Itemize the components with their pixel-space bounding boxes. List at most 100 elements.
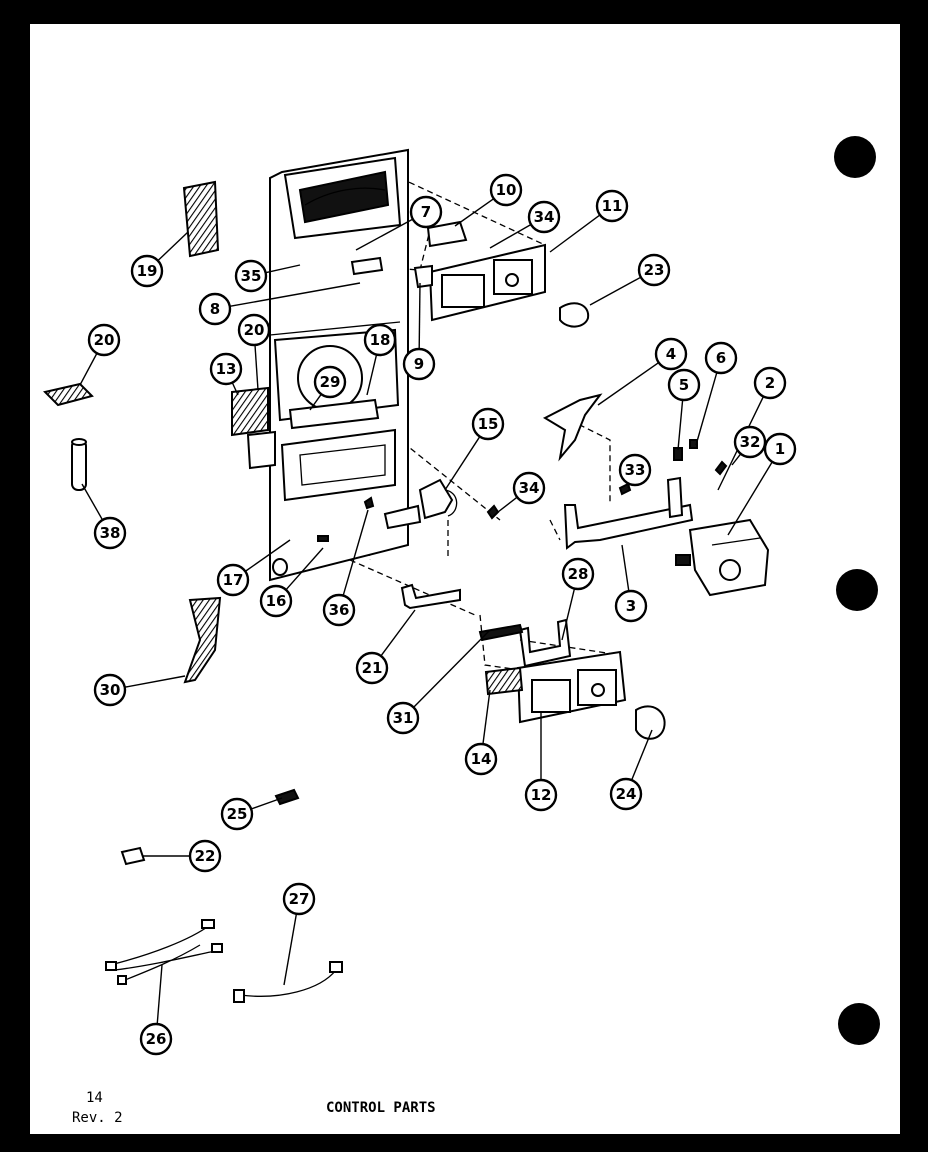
callout-36: 36 — [322, 509, 369, 627]
motor-bracket-3 — [563, 503, 694, 550]
callout-number: 35 — [241, 267, 262, 285]
callout-circle — [637, 253, 671, 287]
leader-line — [79, 352, 98, 386]
callout-number: 10 — [496, 181, 517, 199]
callout-circle — [363, 323, 397, 357]
callout-27: 27 — [282, 882, 316, 986]
leader-line — [309, 393, 322, 411]
leader-line — [597, 362, 660, 406]
callout-number: 32 — [740, 433, 761, 451]
callout-circle — [93, 516, 127, 550]
leader-line — [229, 282, 361, 308]
leader-line — [413, 629, 491, 708]
leader-line — [380, 609, 416, 657]
callout-4: 4 — [597, 337, 688, 406]
callout-circle — [654, 337, 688, 371]
callout-15: 15 — [444, 407, 505, 491]
callout-1: 1 — [727, 432, 797, 536]
callout-number: 33 — [625, 461, 646, 479]
callout-number: 20 — [244, 321, 265, 339]
callout-number: 14 — [471, 750, 492, 768]
callout-38: 38 — [81, 483, 127, 550]
callout-circle — [618, 453, 652, 487]
callout-34: 34 — [489, 200, 561, 249]
callout-11: 11 — [549, 189, 629, 253]
leader-line — [444, 436, 481, 491]
callout-circle — [313, 365, 347, 399]
callout-14: 14 — [464, 689, 498, 776]
callout-23: 23 — [589, 253, 671, 306]
callout-13: 13 — [209, 352, 243, 396]
knob-24 — [635, 705, 666, 740]
callout-number: 26 — [146, 1030, 167, 1048]
callout-number: 20 — [94, 331, 115, 349]
callout-circle — [188, 839, 222, 873]
leader-line — [621, 544, 630, 592]
callout-number: 19 — [137, 262, 158, 280]
callout-number: 4 — [666, 345, 676, 363]
callout-3: 3 — [614, 544, 648, 623]
callout-number: 22 — [195, 847, 216, 865]
screw-33 — [618, 482, 632, 496]
callout-number: 34 — [534, 208, 555, 226]
callout-31: 31 — [386, 629, 491, 735]
bracket-21 — [400, 583, 461, 610]
shaft-2 — [666, 476, 684, 519]
binder-hole-middle — [836, 569, 878, 611]
callout-28: 28 — [561, 557, 595, 641]
callout-number: 9 — [414, 355, 424, 373]
callout-circle — [489, 173, 523, 207]
callout-number: 30 — [100, 681, 121, 699]
callout-number: 23 — [644, 261, 665, 279]
callout-33: 33 — [618, 453, 652, 489]
pad-20 — [43, 382, 94, 407]
fan-motor-1 — [675, 518, 770, 597]
callout-number: 8 — [210, 300, 220, 318]
wire-harness-26 — [105, 919, 223, 985]
callout-30: 30 — [93, 673, 186, 707]
leader-line — [157, 231, 189, 262]
callout-circle — [704, 341, 738, 375]
callout-number: 2 — [765, 374, 775, 392]
callout-number: 18 — [370, 331, 391, 349]
callout-circle — [139, 1022, 173, 1056]
callout-circle — [237, 313, 271, 347]
callout-24: 24 — [609, 729, 653, 811]
callout-number: 17 — [223, 571, 244, 589]
callout-circle — [209, 352, 243, 386]
callout-circle — [198, 292, 232, 326]
callout-number: 38 — [100, 524, 121, 542]
screw-32 — [714, 460, 728, 476]
callout-number: 11 — [602, 197, 623, 215]
leader-line — [124, 675, 186, 688]
callout-number: 6 — [716, 349, 726, 367]
callout-19: 19 — [130, 231, 189, 288]
callout-circle — [93, 673, 127, 707]
callout-circle — [527, 200, 561, 234]
callout-18: 18 — [363, 323, 397, 396]
callout-number: 16 — [266, 592, 287, 610]
leader-line — [366, 354, 378, 396]
callout-35: 35 — [234, 259, 301, 293]
callout-circle — [524, 778, 558, 812]
callout-number: 1 — [775, 440, 785, 458]
leader-line — [156, 964, 163, 1025]
leader-line — [731, 453, 742, 466]
control-panel-11 — [413, 243, 546, 322]
leader-line — [283, 913, 298, 986]
bracket-8 — [350, 256, 384, 276]
leader-line — [454, 198, 495, 227]
callout-number: 12 — [531, 786, 552, 804]
callout-circle — [87, 323, 121, 357]
leader-line — [561, 588, 576, 641]
control-panel-12 — [484, 650, 627, 724]
part-22 — [120, 846, 146, 866]
page-number: 14 — [86, 1090, 103, 1106]
leader-line — [489, 223, 532, 249]
callout-circle — [355, 651, 389, 685]
diagram-title: CONTROL PARTS — [326, 1100, 436, 1116]
callout-circle — [733, 425, 767, 459]
leader-line — [81, 483, 104, 521]
leader-line — [482, 689, 491, 745]
callout-number: 29 — [320, 373, 341, 391]
